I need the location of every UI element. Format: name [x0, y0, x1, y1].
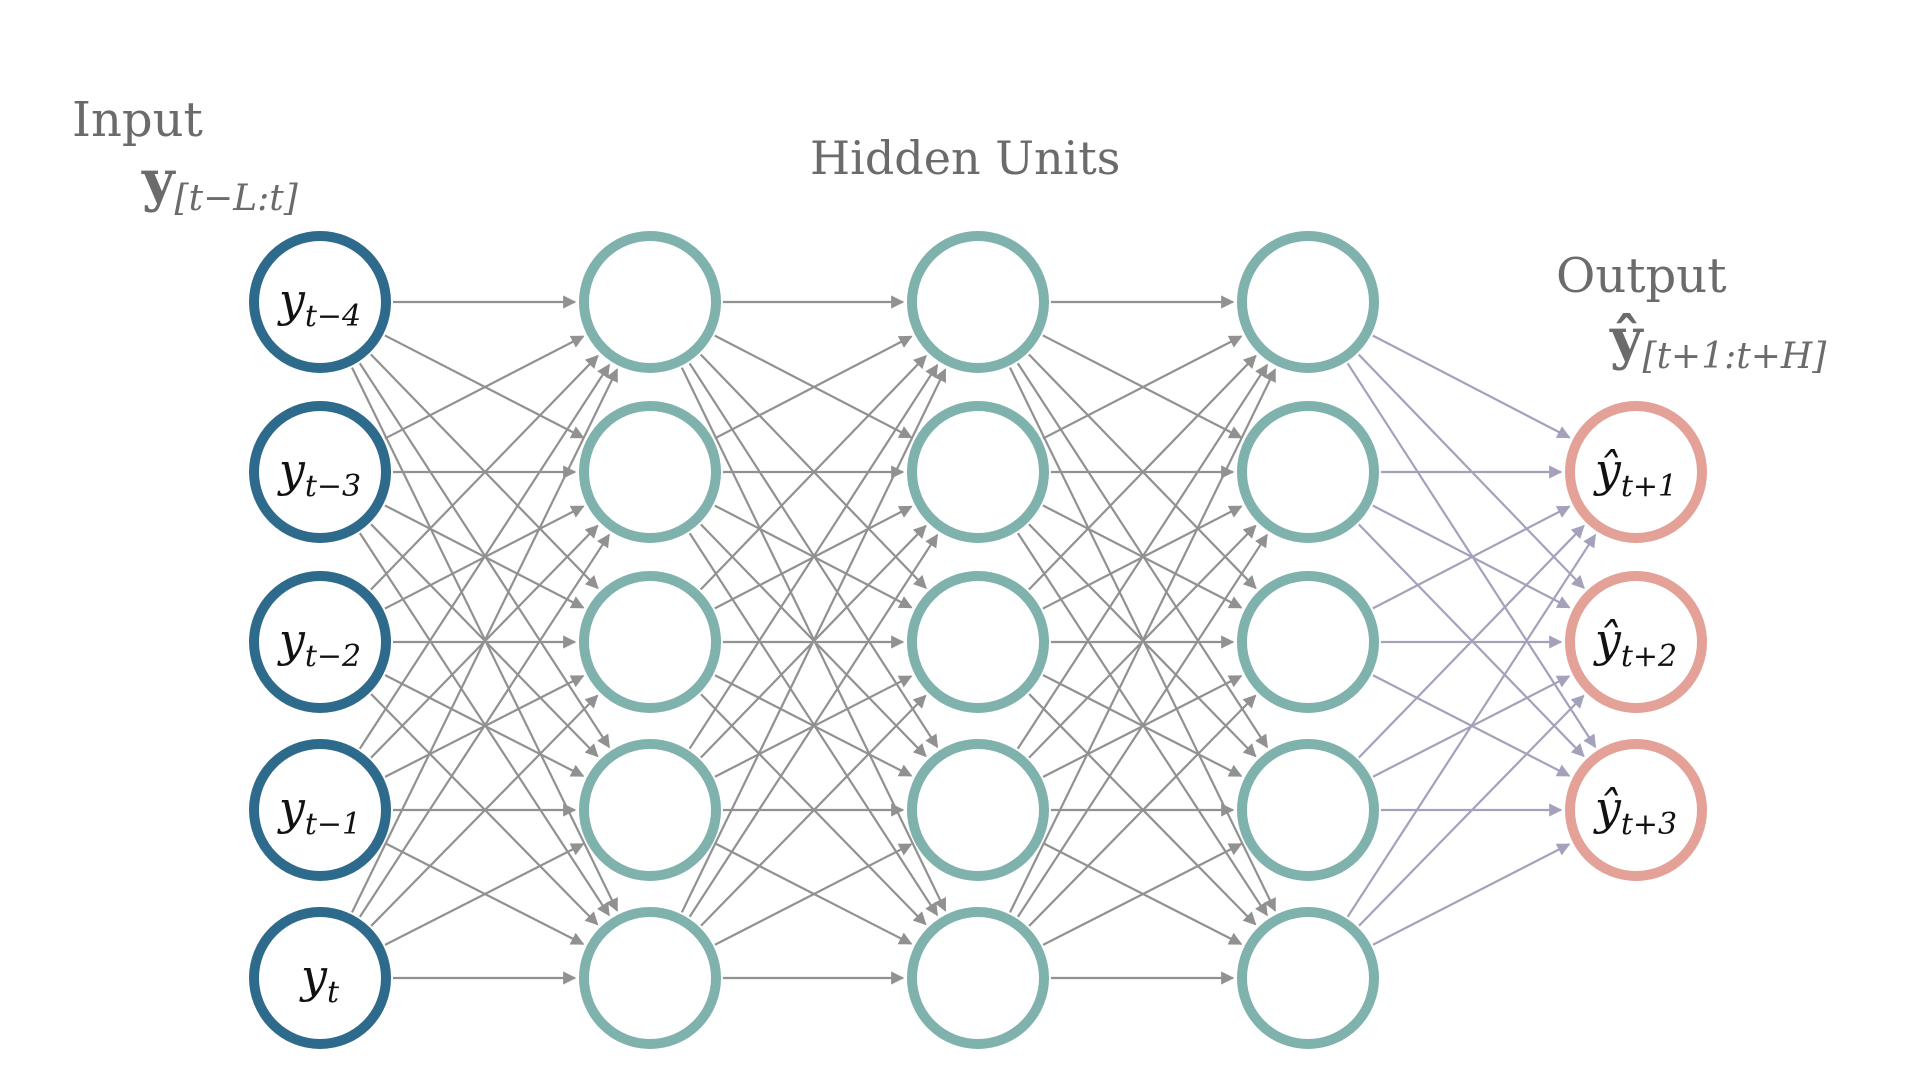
- input-node-label-2-base: y: [277, 613, 306, 667]
- hidden-node-l3-0: [1237, 231, 1379, 373]
- edge-l2-n1-to-n0: [1042, 335, 1243, 440]
- edge-l3-n0-to-n0: [1372, 334, 1571, 439]
- connection-edges: [351, 295, 1597, 985]
- input-node-label-1-base: y: [277, 443, 306, 497]
- output-node-label-0-base: ŷ: [1593, 443, 1622, 497]
- edge-l2-n4-to-n1: [1016, 533, 1268, 918]
- output-node-label-2: ŷt+3: [1593, 781, 1677, 842]
- output-node-label-0: ŷt+1: [1593, 443, 1677, 504]
- edge-l3-n4-to-n1: [1358, 694, 1585, 927]
- hidden-node-l2-1: [907, 401, 1049, 543]
- edge-l3-n4-to-n0: [1346, 533, 1597, 918]
- output-node-label-0-subscript: t+1: [1621, 469, 1677, 504]
- input-node-label-1: yt−3: [277, 443, 361, 504]
- input-node-0: [249, 231, 391, 373]
- input-vector-subscript: [t−L:t]: [175, 178, 299, 219]
- edge-l1-n2-to-n0: [699, 355, 927, 591]
- hidden-node-l3-4: [1237, 907, 1379, 1049]
- hidden-units-title: Hidden Units: [810, 131, 1120, 185]
- input-node-1: [249, 401, 391, 543]
- edge-l1-n4-to-n2: [700, 694, 927, 927]
- input-vector-label: y[t−L:t]: [141, 148, 299, 219]
- hidden-node-l2-3: [907, 739, 1049, 881]
- edge-l1-n3-to-n0: [688, 363, 939, 750]
- input-vector-base: y: [141, 148, 176, 214]
- input-node-label-2-subscript: t−2: [305, 639, 361, 674]
- input-node-label-0-subscript: t−4: [305, 299, 361, 334]
- hidden-node-l2-0: [907, 231, 1049, 373]
- input-node-label-3: yt−1: [277, 781, 361, 842]
- input-node-label-0: yt−4: [277, 273, 361, 334]
- input-title: Input: [72, 92, 203, 148]
- output-node-2: [1565, 739, 1707, 881]
- output-vector-base: ŷ: [1609, 306, 1644, 372]
- output-title: Output: [1556, 248, 1726, 304]
- hidden-node-l2-2: [907, 571, 1049, 713]
- output-node-0: [1565, 401, 1707, 543]
- edge-l0-n3-to-n0: [358, 363, 611, 750]
- edge-l2-n4-to-n3: [1042, 843, 1243, 946]
- edge-l2-n4-to-n0: [1009, 368, 1277, 913]
- output-node-label-1: ŷt+2: [1593, 613, 1677, 674]
- input-node-label-4-subscript: t: [327, 975, 340, 1010]
- edge-l0-n4-to-n1: [358, 533, 610, 918]
- edge-l2-n4-to-n2: [1028, 694, 1257, 927]
- edge-l0-n4-to-n2: [370, 694, 599, 927]
- hidden-node-l2-4: [907, 907, 1049, 1049]
- input-node-3: [249, 739, 391, 881]
- hidden-node-l3-3: [1237, 739, 1379, 881]
- input-node-label-3-base: y: [277, 781, 306, 835]
- output-node-label-2-base: ŷ: [1593, 781, 1622, 835]
- edge-l3-n4-to-n2: [1372, 843, 1571, 946]
- edge-l1-n4-to-n3: [714, 843, 913, 946]
- hidden-node-l1-2: [579, 571, 721, 713]
- edge-l0-n2-to-n0: [370, 354, 599, 591]
- hidden-node-l1-1: [579, 401, 721, 543]
- hidden-node-l3-1: [1237, 401, 1379, 543]
- output-node-1: [1565, 571, 1707, 713]
- edge-l3-n0-to-n2: [1346, 362, 1597, 749]
- edge-l3-n3-to-n0: [1358, 524, 1585, 759]
- edge-l1-n1-to-n0: [714, 335, 913, 440]
- output-node-label-1-base: ŷ: [1593, 613, 1622, 667]
- edge-l1-n4-to-n1: [688, 533, 939, 918]
- input-node-4: [249, 907, 391, 1049]
- hidden-node-l1-0: [579, 231, 721, 373]
- hidden-node-l3-2: [1237, 571, 1379, 713]
- edge-l0-n4-to-n3: [384, 843, 585, 946]
- input-node-label-2: yt−2: [277, 613, 361, 674]
- output-node-label-2-subscript: t+3: [1621, 807, 1677, 842]
- edge-l3-n2-to-n0: [1372, 505, 1571, 610]
- edge-l0-n1-to-n0: [384, 335, 585, 440]
- output-vector-subscript: [t+1:t+H]: [1643, 336, 1828, 377]
- hidden-node-l1-4: [579, 907, 721, 1049]
- edge-l2-n3-to-n0: [1016, 363, 1269, 750]
- output-node-label-1-subscript: t+2: [1621, 639, 1677, 674]
- input-node-label-1-subscript: t−3: [305, 469, 361, 504]
- input-node-label-4-base: y: [299, 949, 328, 1003]
- edge-l1-n4-to-n0: [680, 368, 947, 913]
- output-vector-label: ŷ[t+1:t+H]: [1609, 306, 1827, 377]
- edge-l2-n2-to-n0: [1028, 354, 1257, 591]
- hidden-node-l1-3: [579, 739, 721, 881]
- edge-l0-n4-to-n0: [351, 368, 619, 913]
- input-node-label-4: yt: [299, 949, 340, 1010]
- input-node-label-3-subscript: t−1: [305, 807, 361, 842]
- input-node-2: [249, 571, 391, 713]
- input-node-label-0-base: y: [277, 273, 306, 327]
